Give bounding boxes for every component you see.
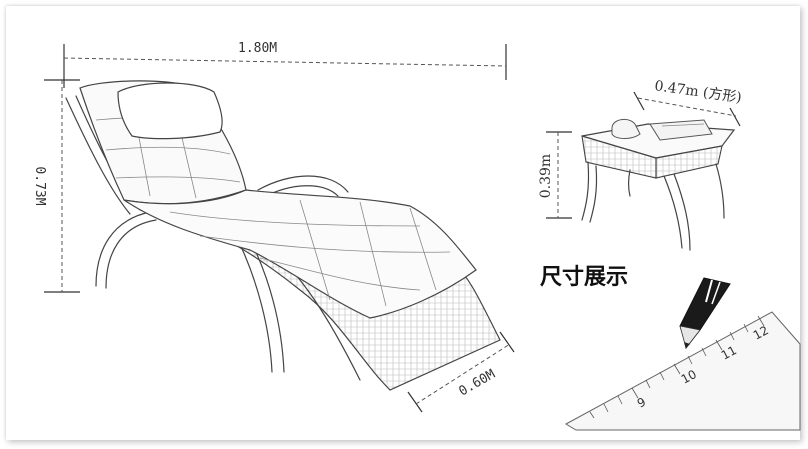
side-table-drawing [581, 119, 736, 251]
pencil-icon [679, 277, 731, 350]
height-dimension: 0.73M [32, 79, 80, 293]
ruler-illustration: 9 10 11 12 [564, 311, 801, 431]
table-height-dimension: 0.39m [538, 131, 572, 219]
lounger-drawing [65, 80, 501, 391]
table-width-dimension: 0.47m (方形) [633, 78, 743, 127]
table-height-label: 0.39m [538, 154, 554, 198]
table-width-label: 0.47m (方形) [653, 78, 742, 106]
length-dimension: 1.80M [63, 41, 507, 88]
height-label: 0.73M [32, 166, 47, 205]
size-display-title: 尺寸展示 [540, 265, 628, 290]
length-label: 1.80M [238, 41, 277, 56]
width-label: 0.60M [457, 367, 499, 400]
ruler-tick-12: 12 [751, 323, 771, 343]
ruler-tick-10: 10 [679, 367, 699, 387]
ruler-tick-11: 11 [719, 343, 739, 363]
